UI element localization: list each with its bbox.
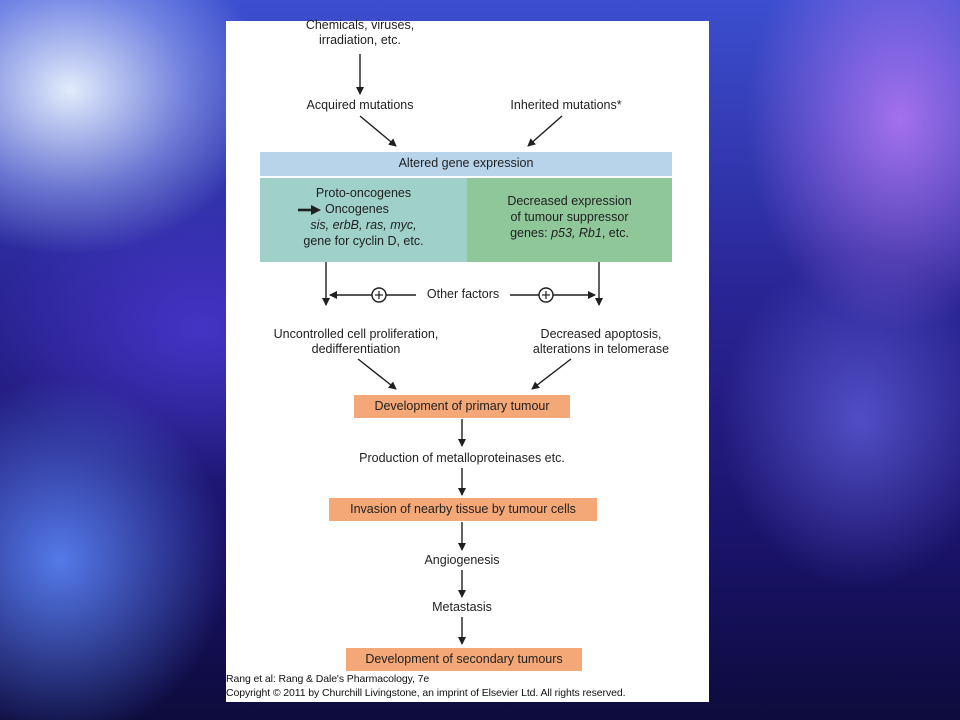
acquired-mutations-label: Acquired mutations (306, 98, 414, 112)
decreased-apoptosis-label: Decreased apoptosis, alterations in telo… (532, 327, 670, 356)
diagram-arrows (322, 54, 603, 645)
secondary-tumours-box: Development of secondary tumours (346, 648, 582, 671)
angiogenesis-label: Angiogenesis (424, 553, 500, 567)
altered-gene-expression-label: Altered gene expression (398, 156, 534, 170)
arrow-proliferation-to-primary (357, 358, 397, 390)
cyclin-d-label: gene for cyclin D, etc. (303, 234, 424, 248)
metastasis-label: Metastasis (432, 600, 492, 614)
invasion-box: Invasion of nearby tissue by tumour cell… (329, 498, 597, 521)
oncogenes-label: Oncogenes (325, 202, 389, 216)
metalloproteinases-label: Production of metalloproteinases etc. (359, 451, 565, 465)
input-chemicals-label: Chemicals, viruses, irradiation, etc. (305, 18, 415, 47)
arrow-acquired-to-band (359, 115, 397, 147)
arrow-apoptosis-to-primary (531, 358, 572, 390)
decreased-expression-label: Decreased expression (507, 194, 632, 208)
proto-oncogenes-label: Proto-oncogenes (315, 186, 412, 200)
oncogenes-row: Oncogenes (297, 202, 447, 217)
proto-oncogene-panel: Proto-oncogenes Oncogenes sis, erbB, ras… (260, 178, 467, 262)
plus-circle-left (371, 287, 387, 303)
cell-proliferation-label: Uncontrolled cell proliferation, dediffe… (273, 327, 439, 356)
diagram-figure: Chemicals, viruses, irradiation, etc. Ac… (226, 18, 709, 702)
copyright-credit: Copyright © 2011 by Churchill Livingston… (226, 687, 626, 699)
altered-gene-expression-band: Altered gene expression (260, 152, 672, 176)
source-credit: Rang et al: Rang & Dale's Pharmacology, … (226, 673, 430, 685)
right-arrow-icon (298, 205, 321, 215)
plus-circle-right (538, 287, 554, 303)
suppressor-genes-label: genes: p53, Rb1, etc. (510, 226, 629, 240)
other-factors-label: Other factors (426, 287, 500, 301)
oncogene-examples-label: sis, erbB, ras, myc, (310, 218, 417, 232)
inherited-mutations-label: Inherited mutations* (510, 98, 622, 112)
tumour-suppressor-panel: Decreased expression of tumour suppresso… (467, 178, 672, 262)
primary-tumour-box: Development of primary tumour (354, 395, 570, 418)
tumour-suppressor-label: of tumour suppressor (510, 210, 629, 224)
arrow-inherited-to-band (527, 115, 563, 147)
